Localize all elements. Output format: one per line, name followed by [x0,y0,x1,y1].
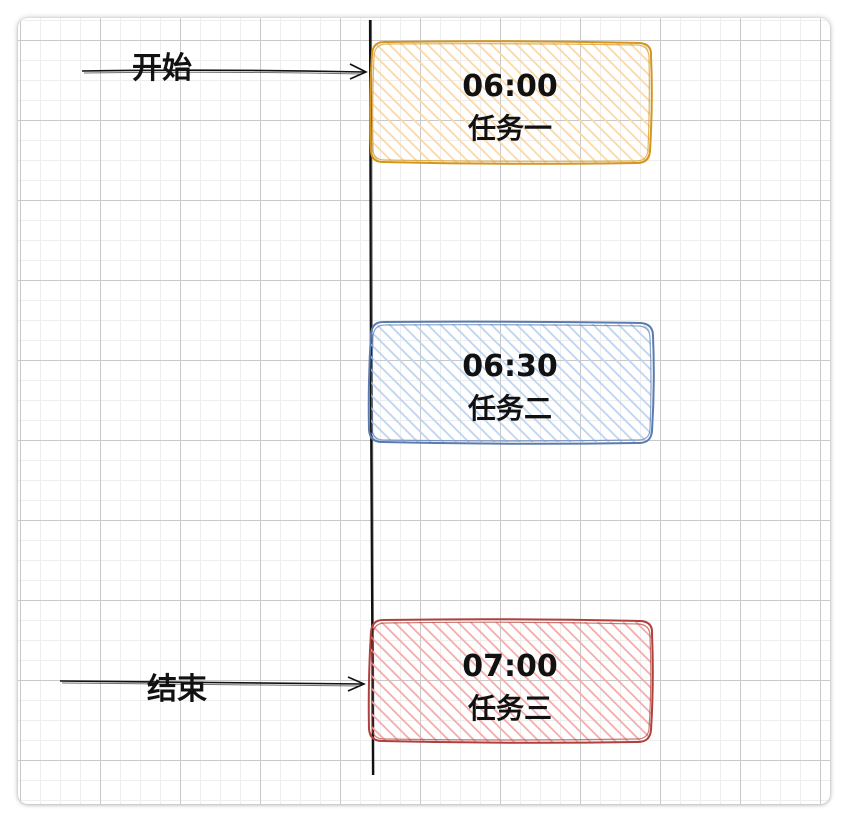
task-box-1: 06:00 任务一 [369,40,653,165]
task-2-name: 任务二 [467,392,552,425]
end-arrow [59,676,366,692]
task-3-time: 07:00 [462,649,558,684]
task-1-time: 06:00 [462,69,558,104]
task-2-time: 06:30 [462,349,558,384]
task-3-name: 任务三 [467,692,552,725]
task-box-2: 06:30 任务二 [367,320,655,445]
end-label: 结束 [147,672,207,707]
start-arrow [81,63,368,80]
start-label: 开始 [132,51,192,86]
task-box-3: 07:00 任务三 [367,618,654,744]
task-1-name: 任务一 [467,112,552,145]
